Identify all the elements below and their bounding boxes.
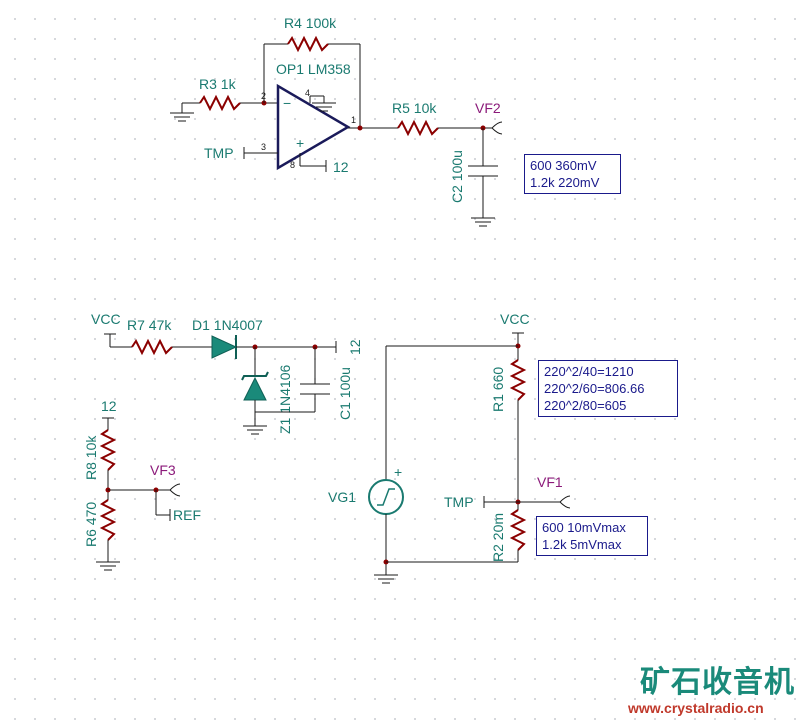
pin-3-label: 3 xyxy=(261,142,266,152)
opamp-label: OP1 LM358 xyxy=(276,61,351,77)
probe-arrow-vf3 xyxy=(169,483,181,497)
r5-label: R5 10k xyxy=(392,100,437,116)
r8-label: R8 10k xyxy=(83,435,99,480)
opamp-symbol xyxy=(276,83,351,171)
note-line: 220^2/60=806.66 xyxy=(544,381,645,396)
pin-1-label: 1 xyxy=(351,115,356,125)
r6-label: R6 470 xyxy=(83,502,99,547)
tmp-label-opamp: TMP xyxy=(204,145,234,161)
probe-vf1-label: VF1 xyxy=(537,474,563,490)
resistor-r1 xyxy=(509,359,527,401)
ground-symbol-c2 xyxy=(471,217,495,227)
note-line: 600 360mV xyxy=(530,158,597,173)
opamp-minus: − xyxy=(283,95,291,111)
supply-12-label: 12 xyxy=(347,339,363,355)
note-r1-calc: 220^2/40=1210 220^2/60=806.66 220^2/80=6… xyxy=(538,360,678,417)
resistor-r5 xyxy=(397,119,439,137)
tmp-label-sense: TMP xyxy=(444,494,474,510)
note-line: 1.2k 220mV xyxy=(530,175,600,190)
probe-arrow-vf2 xyxy=(491,121,503,135)
pin-4-label: 4 xyxy=(305,88,310,98)
watermark-url: www.crystalradio.cn xyxy=(628,700,764,716)
supply-12-divider: 12 xyxy=(101,398,117,414)
ground-symbol-r3 xyxy=(170,103,194,122)
vg1-label: VG1 xyxy=(328,489,356,505)
z1-label: Z1 1N4106 xyxy=(277,365,293,434)
zener-z1 xyxy=(241,371,269,401)
note-vf2-readings: 600 360mV 1.2k 220mV xyxy=(524,154,621,194)
c2-label: C2 100u xyxy=(449,150,465,203)
note-line: 220^2/80=605 xyxy=(544,398,627,413)
diode-d1 xyxy=(211,335,238,359)
note-line: 600 10mVmax xyxy=(542,520,626,535)
ramp-wave-icon xyxy=(377,488,395,506)
r1-label: R1 660 xyxy=(490,367,506,412)
ref-label: REF xyxy=(173,507,201,523)
vg1-plus: + xyxy=(394,464,402,480)
d1-label: D1 1N4007 xyxy=(192,317,263,333)
resistor-r6 xyxy=(99,499,117,541)
r2-label: R2 20m xyxy=(490,513,506,562)
c1-label: C1 100u xyxy=(337,367,353,420)
resistor-r4 xyxy=(287,35,329,53)
note-vf1-readings: 600 10mVmax 1.2k 5mVmax xyxy=(536,516,648,556)
pin-2-label: 2 xyxy=(261,91,266,101)
vcc-label-supply: VCC xyxy=(91,311,121,327)
r7-label: R7 47k xyxy=(127,317,172,333)
probe-vf2-label: VF2 xyxy=(475,100,501,116)
r4-label: R4 100k xyxy=(284,15,337,31)
resistor-r7 xyxy=(131,338,173,356)
resistor-r2 xyxy=(509,509,527,551)
supply-12-opamp: 12 xyxy=(333,159,349,175)
pin-8-label: 8 xyxy=(290,160,295,170)
r3-label: R3 1k xyxy=(199,76,237,92)
ground-symbol-vg1 xyxy=(374,574,398,584)
note-line: 220^2/40=1210 xyxy=(544,364,634,379)
ground-symbol-z1 xyxy=(243,425,267,435)
probe-arrow-vf1 xyxy=(559,495,571,509)
ground-symbol-r6 xyxy=(96,561,120,571)
vcc-label-sense: VCC xyxy=(500,311,530,327)
resistor-r8 xyxy=(99,429,117,471)
opamp-plus: + xyxy=(296,135,304,151)
probe-vf3-label: VF3 xyxy=(150,462,176,478)
ground-symbol-opamp xyxy=(312,102,336,112)
resistor-r3 xyxy=(199,94,241,112)
junction-dot xyxy=(357,125,363,131)
note-line: 1.2k 5mVmax xyxy=(542,537,622,552)
watermark-logo-text: 矿石收音机 xyxy=(640,665,795,700)
